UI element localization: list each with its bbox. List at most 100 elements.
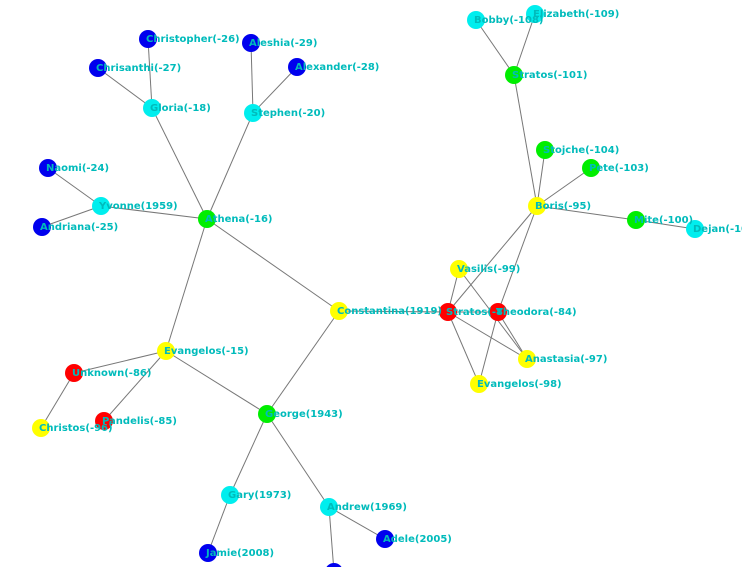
node-pandelis[interactable] [95, 412, 113, 430]
node-label-evangelos15: Evangelos(-15) [164, 346, 249, 357]
node-label-mite: Mite(-100) [634, 215, 693, 226]
edge-athena-evangelos15 [165, 218, 208, 352]
edge-andrew-bottom [328, 506, 335, 567]
node-label-pandelis: Pandelis(-85) [102, 416, 177, 427]
node-label-dejan: Dejan(-106) [693, 224, 742, 235]
edge-stratos101-boris [513, 74, 538, 207]
node-label-adele: Adele(2005) [383, 534, 452, 545]
node-label-christopher: Christopher(-26) [146, 34, 240, 45]
node-bottom[interactable] [325, 563, 343, 567]
node-stratos101[interactable] [505, 66, 523, 84]
node-vasilis[interactable] [450, 260, 468, 278]
edge-unknown-christos [40, 372, 75, 429]
node-label-boris: Boris(-95) [535, 201, 591, 212]
nodes-layer [32, 5, 704, 567]
edge-stratos8x-evangelos98 [447, 311, 480, 385]
node-label-chrisanthi: Chrisanthi(-27) [96, 63, 181, 74]
edge-athena-constantina [206, 218, 340, 312]
edge-theodora-anastasia [497, 311, 528, 360]
labels-layer: Christopher(-26) Aleshia(-29) Alexander(-2… [39, 9, 742, 559]
edge-naomi-yvonne [47, 167, 102, 207]
node-stojche[interactable] [536, 141, 554, 159]
node-gary[interactable] [221, 486, 239, 504]
node-stephen[interactable] [244, 104, 262, 122]
edge-george-gary [229, 413, 268, 496]
edge-andrew-adele [328, 506, 386, 540]
node-label-unknown: Unknown(-86) [72, 368, 151, 379]
node-label-pete: Pete(-103) [589, 163, 649, 174]
node-christos[interactable] [32, 419, 50, 437]
node-boris[interactable] [528, 197, 546, 215]
node-label-gary: Gary(1973) [228, 490, 291, 501]
node-dejan[interactable] [686, 220, 704, 238]
edge-aleshia-stephen [250, 42, 254, 114]
node-label-theodora: Theodora(-84) [496, 307, 577, 318]
edge-chrisanthi-gloria [97, 67, 153, 109]
edge-stratos8x-anastasia [447, 311, 528, 360]
edge-gloria-athena [151, 107, 208, 220]
node-label-yvonne: Yvonne(1959) [98, 201, 178, 212]
node-andriana[interactable] [33, 218, 51, 236]
node-aleshia[interactable] [242, 34, 260, 52]
node-label-stephen: Stephen(-20) [251, 108, 325, 119]
edges-layer [40, 13, 696, 567]
node-label-stojche: Stojche(-104) [543, 145, 619, 156]
node-label-andrew: Andrew(1969) [327, 502, 407, 513]
node-unknown[interactable] [65, 364, 83, 382]
edge-alexander-stephen [252, 66, 298, 114]
node-chrisanthi[interactable] [89, 59, 107, 77]
node-athena[interactable] [198, 210, 216, 228]
node-label-jamie: Jamie(2008) [205, 548, 274, 559]
edge-christopher-gloria [147, 38, 153, 109]
edge-boris-theodora [497, 205, 538, 313]
node-label-stratos8x: Stratos(-8 [446, 307, 503, 318]
node-stratos8x[interactable] [439, 303, 457, 321]
node-label-bobby: Bobby(-108) [474, 15, 544, 26]
node-adele[interactable] [376, 530, 394, 548]
edge-boris-stratos8x [447, 205, 538, 313]
node-label-naomi: Naomi(-24) [46, 163, 109, 174]
node-evangelos98[interactable] [470, 375, 488, 393]
edge-bobby-stratos101 [475, 19, 515, 76]
node-label-christos: Christos(-96) [39, 423, 113, 434]
node-label-aleshia: Aleshia(-29) [249, 38, 317, 49]
edge-gary-jamie [207, 494, 231, 554]
node-mite[interactable] [627, 211, 645, 229]
node-andrew[interactable] [320, 498, 338, 516]
node-alexander[interactable] [288, 58, 306, 76]
edge-constantina-stratos8x [338, 310, 449, 313]
node-yvonne[interactable] [92, 197, 110, 215]
node-evangelos15[interactable] [157, 342, 175, 360]
node-bobby[interactable] [467, 11, 485, 29]
edge-boris-mite [536, 205, 637, 221]
node-constantina[interactable] [330, 302, 348, 320]
node-christopher[interactable] [139, 30, 157, 48]
edge-mite-dejan [635, 219, 696, 230]
edge-theodora-evangelos98 [478, 311, 499, 385]
node-label-elizabeth: Elizabeth(-109) [533, 9, 619, 20]
node-anastasia[interactable] [518, 350, 536, 368]
node-label-athena: Athena(-16) [205, 214, 273, 225]
edge-pete-boris [536, 167, 592, 207]
node-elizabeth[interactable] [526, 5, 544, 23]
node-label-gloria: Gloria(-18) [150, 103, 211, 114]
node-jamie[interactable] [199, 544, 217, 562]
node-label-constantina: Constantina(1919) [337, 306, 442, 317]
node-gloria[interactable] [143, 99, 161, 117]
node-label-vasilis: Vasilis(-99) [457, 264, 520, 275]
node-george[interactable] [258, 405, 276, 423]
node-pete[interactable] [582, 159, 600, 177]
edge-andriana-yvonne [41, 205, 102, 228]
edge-constantina-george [266, 310, 340, 415]
node-label-alexander: Alexander(-28) [295, 62, 379, 73]
node-label-evangelos98: Evangelos(-98) [477, 379, 562, 390]
node-naomi[interactable] [39, 159, 57, 177]
edge-stojche-boris [536, 149, 546, 207]
edge-elizabeth-stratos101 [513, 13, 536, 76]
edge-george-andrew [266, 413, 330, 508]
node-label-andriana: Andriana(-25) [40, 222, 118, 233]
edge-yvonne-athena [100, 205, 208, 220]
node-theodora[interactable] [489, 303, 507, 321]
edge-evangelos15-pandelis [103, 350, 167, 422]
